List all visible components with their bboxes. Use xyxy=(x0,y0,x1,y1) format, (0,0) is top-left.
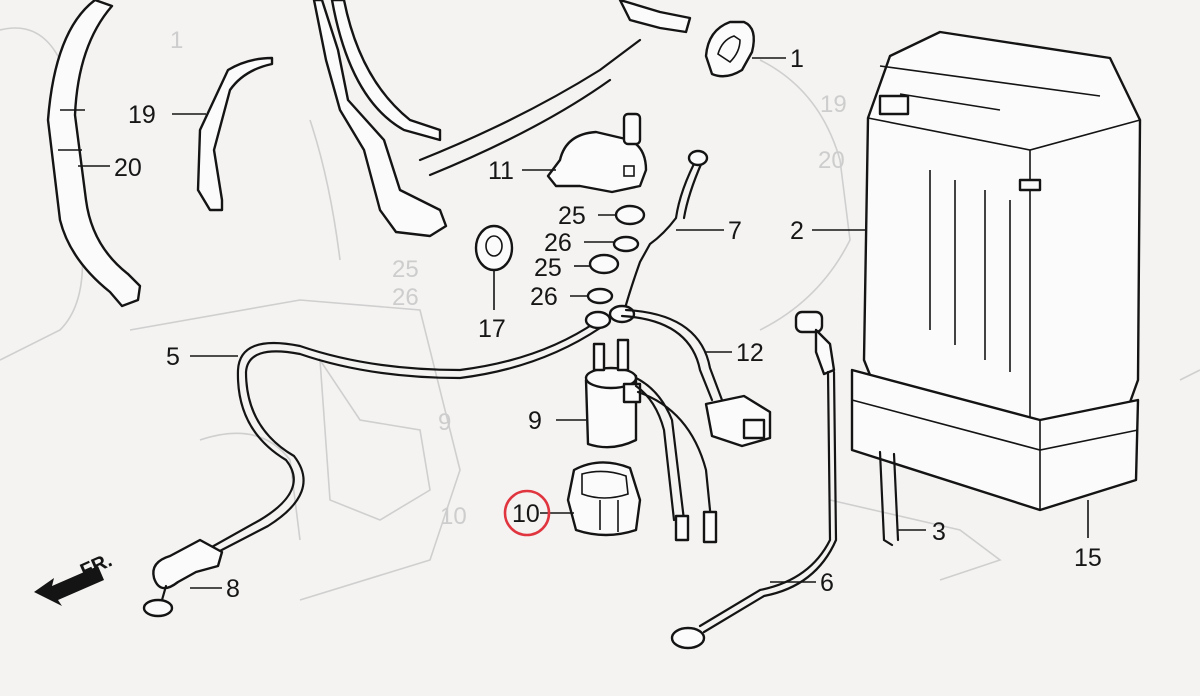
callout-8: 8 xyxy=(226,575,240,603)
battery-case-15 xyxy=(850,368,1140,512)
cable-5 xyxy=(208,310,612,556)
battery-2 xyxy=(862,30,1142,442)
callout-26-upper: 26 xyxy=(544,229,572,257)
svg-text:19: 19 xyxy=(820,91,847,118)
grommet-1 xyxy=(704,20,755,78)
callout-7: 7 xyxy=(728,217,742,245)
cable-6 xyxy=(670,310,838,650)
callout-2: 2 xyxy=(790,217,804,245)
svg-text:25: 25 xyxy=(392,256,419,283)
fuse-holder-11 xyxy=(546,112,648,194)
callout-3: 3 xyxy=(932,518,946,546)
ghost-background-drawing: 19 20 25 26 9 10 1 xyxy=(0,27,1200,601)
battery-holder-bracket xyxy=(312,0,692,238)
nut-25-lower xyxy=(588,253,620,275)
strap-20 xyxy=(46,0,142,308)
svg-text:9: 9 xyxy=(438,409,451,436)
callout-6: 6 xyxy=(820,569,834,597)
cable-12 xyxy=(620,308,772,448)
callout-25-lower: 25 xyxy=(534,254,562,282)
breather-tube-3 xyxy=(878,450,900,547)
starter-relay-9 xyxy=(584,338,714,532)
washer-26-lower xyxy=(586,287,614,305)
svg-text:26: 26 xyxy=(392,284,419,311)
forward-direction-arrow xyxy=(34,566,104,606)
forward-direction-label: FR. xyxy=(77,549,115,582)
callout-20: 20 xyxy=(114,154,142,182)
svg-text:20: 20 xyxy=(818,147,845,174)
terminal-cover-8 xyxy=(142,538,224,618)
relay-rubber-10 xyxy=(566,461,642,537)
grommet-17 xyxy=(474,224,514,272)
nut-25-upper xyxy=(614,204,646,226)
leader-lines xyxy=(78,57,1089,589)
callout-19: 19 xyxy=(128,101,156,129)
svg-text:1: 1 xyxy=(170,27,183,54)
callout-25-upper: 25 xyxy=(558,202,586,230)
callout-26-lower: 26 xyxy=(530,283,558,311)
callout-1: 1 xyxy=(790,45,804,73)
callout-17: 17 xyxy=(478,315,506,343)
callout-11: 11 xyxy=(488,157,514,185)
callout-9: 9 xyxy=(528,407,542,435)
highlight-circle xyxy=(503,489,551,537)
washer-26-upper xyxy=(612,235,640,253)
callout-labels: 1 2 3 5 6 7 8 9 10 11 12 15 17 19 20 25 … xyxy=(114,45,1102,603)
svg-text:10: 10 xyxy=(440,503,467,530)
callout-15: 15 xyxy=(1074,544,1102,572)
callout-10: 10 xyxy=(512,500,540,528)
wire-ends xyxy=(674,510,718,544)
callout-12: 12 xyxy=(736,339,764,367)
strap-19 xyxy=(196,56,274,212)
callout-5: 5 xyxy=(166,343,180,371)
